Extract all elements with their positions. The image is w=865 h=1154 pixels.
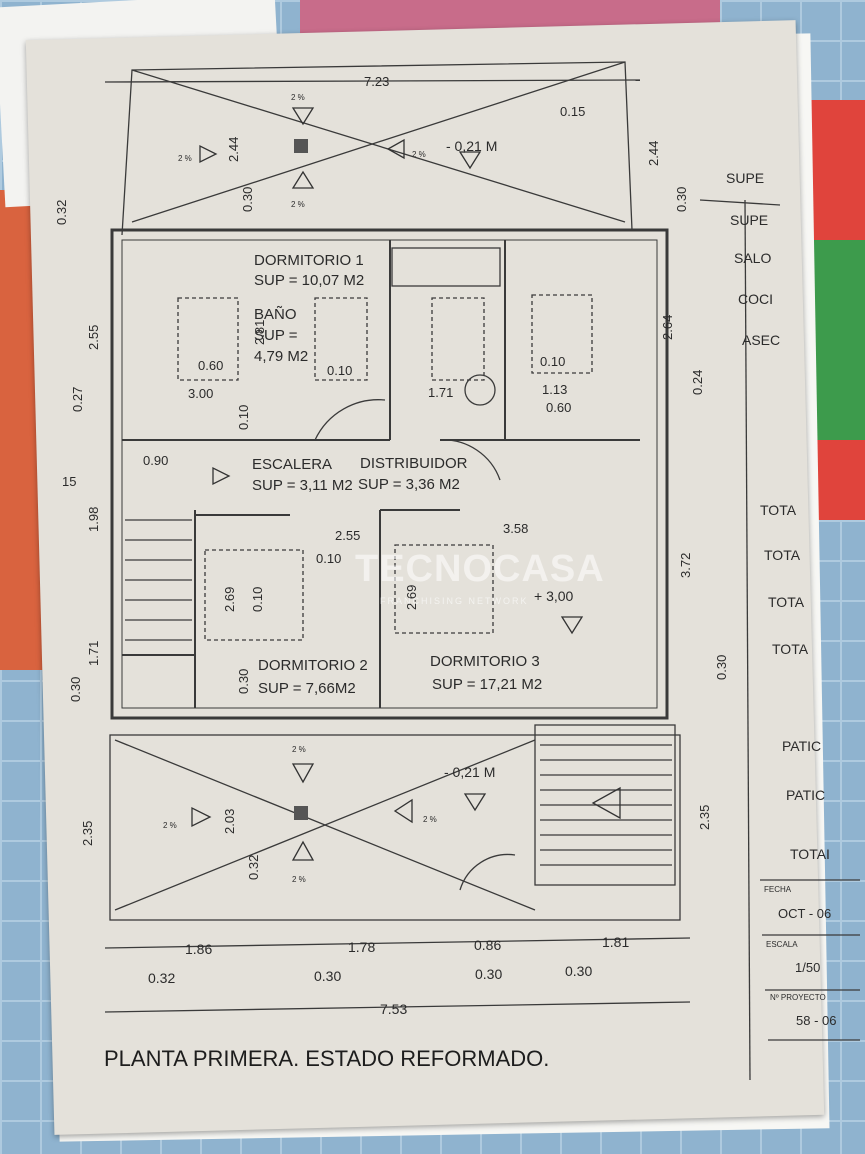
fecha-label: FECHA — [764, 885, 792, 894]
dim: 2.35 — [80, 820, 95, 846]
dim: 3.58 — [503, 521, 529, 536]
room-bano-area: SUP = — [254, 327, 298, 344]
room-dormitorio-3-area: SUP = 17,21 M2 — [432, 676, 543, 693]
room-dormitorio-2-name: DORMITORIO 2 — [258, 657, 368, 674]
table-row: SUPE — [726, 170, 765, 186]
table-row: PATIC — [786, 787, 826, 803]
slope-label: 2 % — [163, 821, 177, 830]
dim: 2.55 — [86, 324, 101, 350]
dim: 2.44 — [226, 136, 241, 162]
room-dormitorio-1-area: SUP = 10,07 M2 — [254, 272, 365, 289]
room-bano-area-value: 4,79 M2 — [254, 348, 309, 365]
room-escalera-area: SUP = 3,11 M2 — [252, 477, 353, 494]
level-plus: + 3,00 — [534, 588, 574, 604]
room-dormitorio-3-name: DORMITORIO 3 — [430, 653, 540, 670]
dim: 0.32 — [54, 199, 69, 225]
dim: 2.55 — [335, 528, 361, 543]
table-row: ASEC — [742, 332, 781, 348]
dim: 3.72 — [678, 552, 693, 578]
table-row: TOTA — [764, 547, 801, 563]
tecnocasa-watermark: TECNOCASA — [355, 548, 605, 590]
room-escalera-name: ESCALERA — [252, 456, 333, 473]
dim: 0.30 — [240, 186, 255, 212]
dim: 0.90 — [143, 453, 169, 468]
room-distribuidor-area: SUP = 3,36 M2 — [358, 476, 460, 493]
room-dormitorio-1-name: DORMITORIO 1 — [254, 252, 364, 269]
table-row: COCI — [738, 291, 773, 307]
dim: 2.35 — [697, 804, 712, 830]
slope-label: 2 % — [291, 93, 305, 102]
dim: 0.10 — [316, 551, 342, 566]
slope-label: 2 % — [291, 200, 305, 209]
dim: 0.30 — [714, 654, 729, 680]
dim: 3.00 — [188, 386, 214, 401]
dim: 0.86 — [474, 937, 502, 953]
dim: 0.60 — [546, 400, 572, 415]
dim: 2.03 — [222, 808, 237, 834]
table-row: SALO — [734, 250, 772, 266]
dim: 2.81 — [252, 319, 267, 345]
level-bottom: - 0,21 M — [444, 764, 496, 780]
dim: 0.30 — [314, 968, 342, 984]
dim: 0.10 — [327, 363, 353, 378]
dim: 0.24 — [690, 369, 705, 395]
dim: 0.10 — [540, 354, 566, 369]
dim: 0.27 — [70, 386, 85, 412]
dim: 2.44 — [646, 140, 661, 166]
dim: 0.10 — [236, 404, 251, 430]
table-row: TOTA — [760, 502, 797, 518]
slope-label: 2 % — [412, 150, 426, 159]
dim: 0.10 — [250, 586, 265, 612]
dim: 1.13 — [542, 382, 568, 397]
proyecto-label: Nº PROYECTO — [770, 993, 826, 1002]
table-row: TOTA — [768, 594, 805, 610]
dim: 1.81 — [602, 934, 630, 950]
room-dormitorio-2-area: SUP = 7,66M2 — [258, 680, 356, 697]
dim: 0.30 — [236, 668, 251, 694]
dim: 0.15 — [560, 104, 586, 119]
dim: 2.69 — [222, 586, 237, 612]
slope-label: 2 % — [423, 815, 437, 824]
dim: 1.98 — [86, 506, 101, 532]
dim: 0.30 — [565, 963, 593, 979]
dim: 1.86 — [185, 941, 213, 957]
table-row: TOTAI — [790, 846, 830, 862]
table-row: SUPE — [730, 212, 769, 228]
dim: 0.30 — [68, 676, 83, 702]
dim: 0.32 — [148, 970, 176, 986]
dim: 15 — [62, 474, 77, 489]
dim: 0.30 — [674, 186, 689, 212]
proyecto-value: 58 - 06 — [796, 1013, 837, 1028]
dim: 7.23 — [364, 74, 390, 89]
dim: 0.60 — [198, 358, 224, 373]
room-distribuidor-name: DISTRIBUIDOR — [360, 455, 468, 472]
dim: 0.30 — [475, 966, 503, 982]
plan-title: PLANTA PRIMERA. ESTADO REFORMADO. — [104, 1046, 550, 1071]
dim: 7.53 — [380, 1001, 408, 1017]
dim: 2.64 — [660, 314, 675, 340]
table-row: PATIC — [782, 738, 822, 754]
slope-label: 2 % — [292, 875, 306, 884]
fecha-value: OCT - 06 — [778, 906, 832, 921]
room-bano-name: BAÑO — [254, 306, 297, 323]
escala-value: 1/50 — [795, 960, 821, 975]
dim: 1.71 — [428, 385, 454, 400]
escala-label: ESCALA — [766, 940, 798, 949]
level-top: - 0,21 M — [446, 138, 498, 154]
dim: 1.78 — [348, 939, 376, 955]
dim: 1.71 — [86, 640, 101, 666]
slope-label: 2 % — [292, 745, 306, 754]
table-row: TOTA — [772, 641, 809, 657]
tecnocasa-watermark-sub: FRANCHISING NETWORK — [380, 596, 529, 606]
slope-label: 2 % — [178, 154, 192, 163]
dim: 0.32 — [246, 854, 261, 880]
